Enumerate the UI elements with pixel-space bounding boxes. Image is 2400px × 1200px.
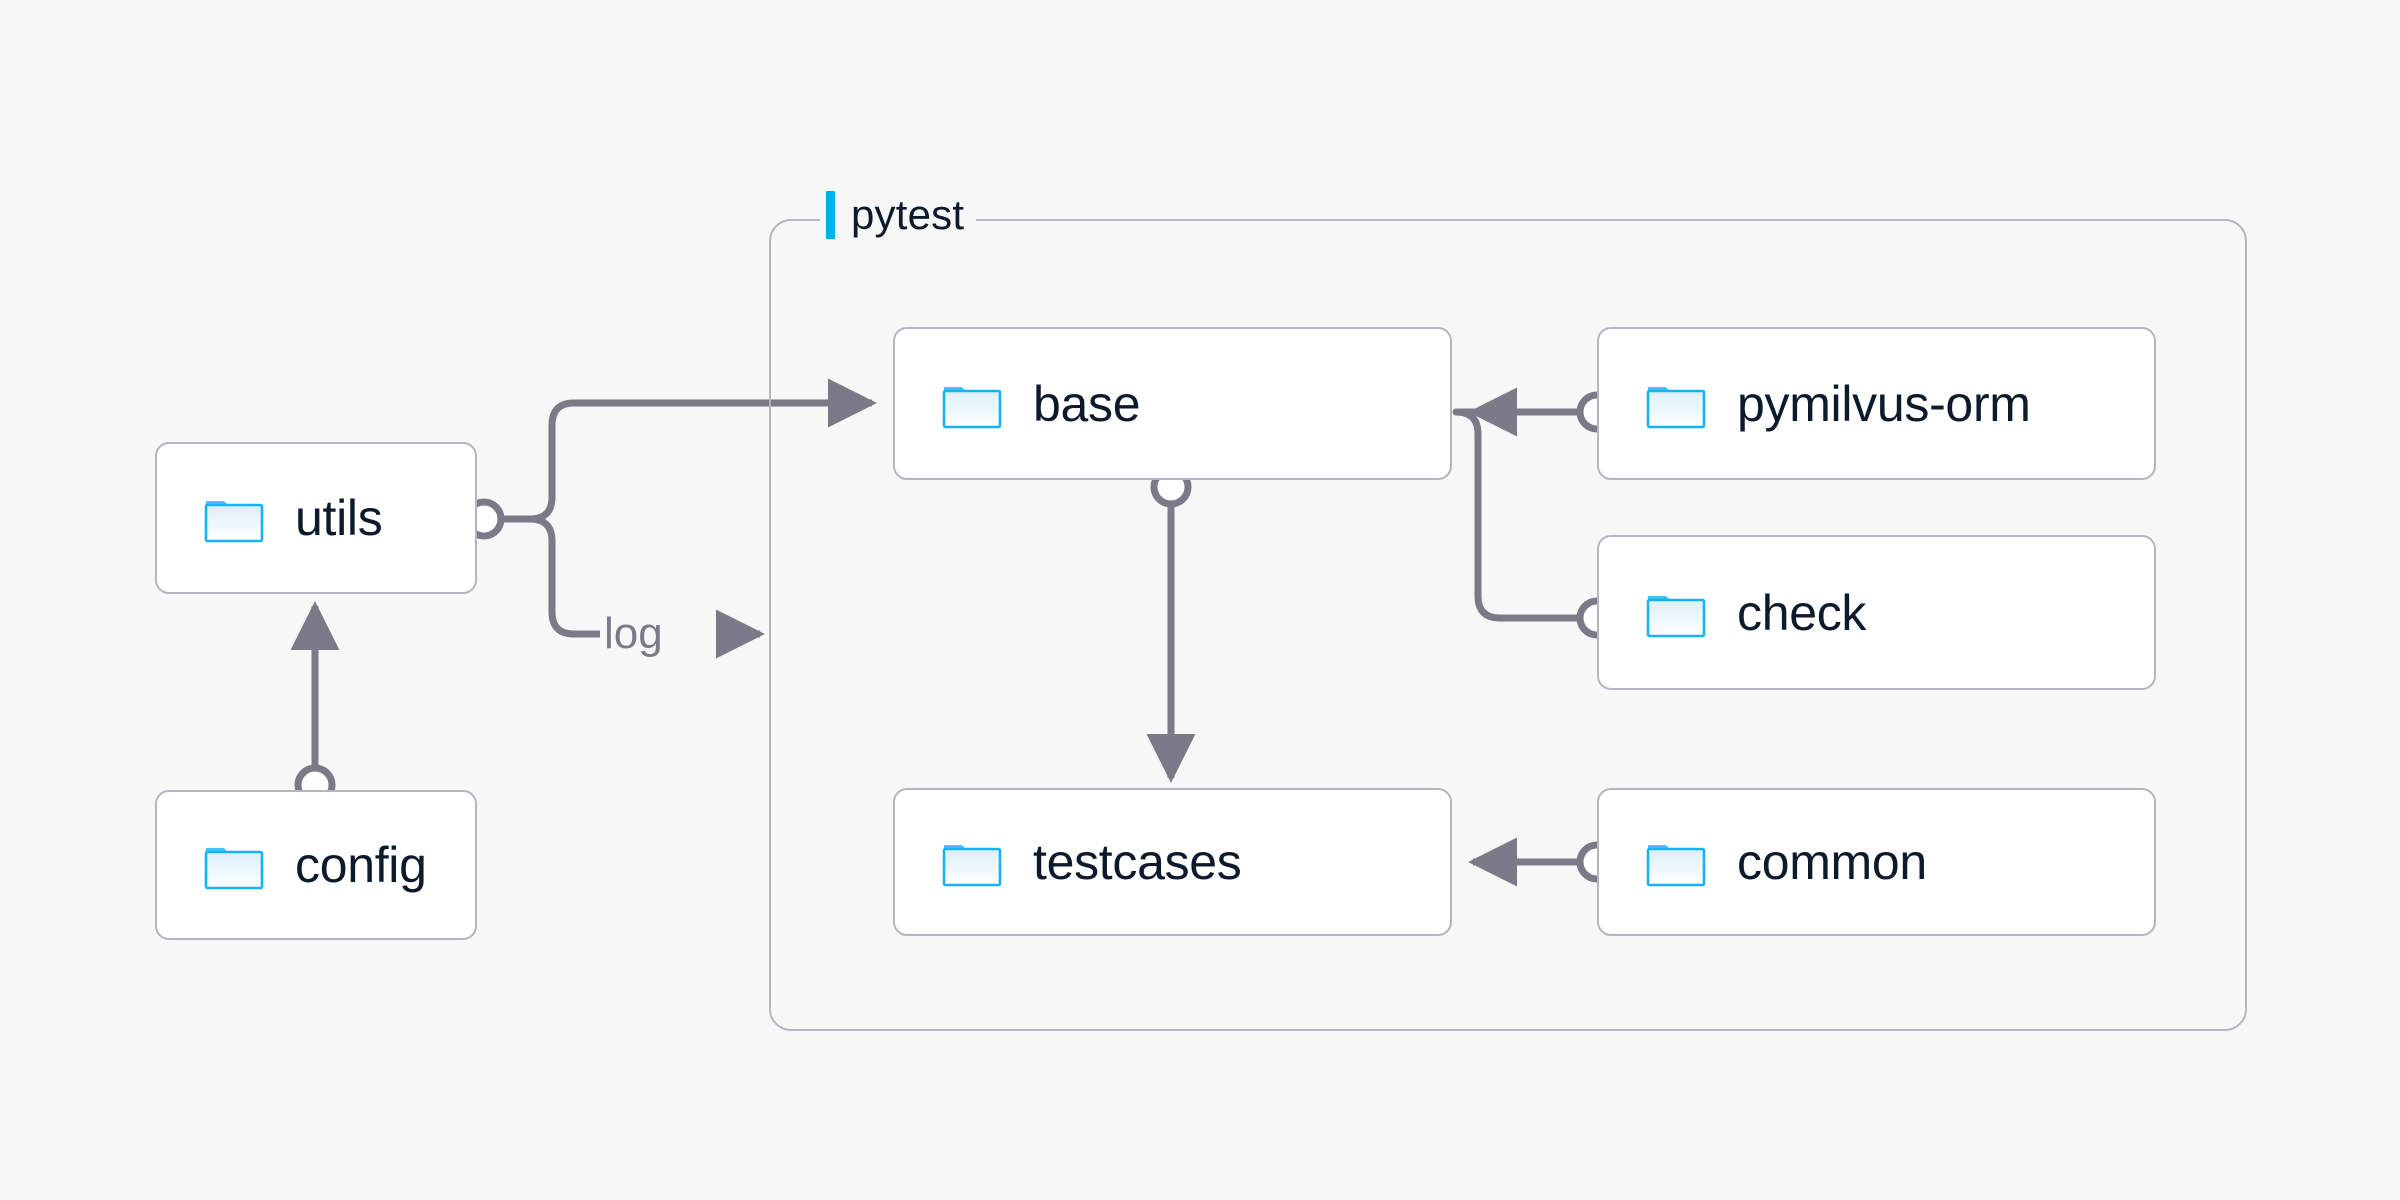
group-title-text: pytest	[851, 191, 965, 238]
folder-icon	[942, 386, 1002, 428]
node-utils[interactable]: utils	[155, 442, 477, 594]
node-check-label: check	[1737, 584, 1867, 641]
node-pymilvus-orm[interactable]: pymilvus-orm	[1597, 327, 2156, 480]
edge-label-log: log	[604, 609, 663, 658]
node-check[interactable]: check	[1597, 535, 2156, 690]
folder-icon	[942, 845, 1002, 887]
edge-utils-to-pytest-log	[529, 515, 600, 638]
node-pymilvus-orm-label: pymilvus-orm	[1737, 375, 2031, 432]
folder-icon	[204, 848, 264, 890]
node-base[interactable]: base	[893, 327, 1452, 480]
node-common[interactable]: common	[1597, 788, 2156, 936]
node-testcases[interactable]: testcases	[893, 788, 1452, 936]
folder-icon	[1646, 595, 1706, 637]
group-pytest-label: pytest	[820, 188, 977, 242]
node-config-label: config	[295, 837, 427, 893]
node-common-label: common	[1737, 834, 1927, 890]
folder-icon	[204, 501, 264, 543]
group-accent-bar	[826, 191, 835, 239]
folder-icon	[1646, 845, 1706, 887]
node-base-label: base	[1033, 375, 1141, 432]
node-config[interactable]: config	[155, 790, 477, 940]
node-utils-label: utils	[295, 490, 383, 546]
group-pytest[interactable]	[769, 219, 2247, 1031]
node-testcases-label: testcases	[1033, 834, 1242, 890]
folder-icon	[1646, 386, 1706, 428]
